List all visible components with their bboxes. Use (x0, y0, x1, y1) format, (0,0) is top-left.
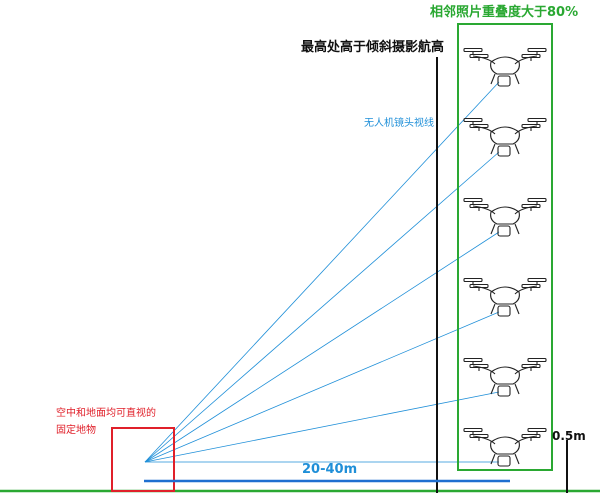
sight-line (144, 311, 500, 463)
distance-label: 20-40m (302, 462, 357, 477)
sight-line (144, 151, 500, 463)
sight-line (144, 81, 500, 463)
overlap-label: 相邻照片重叠度大于80% (430, 4, 578, 20)
sight-line (144, 391, 500, 463)
drone-icon (463, 277, 547, 317)
drone-icon (463, 427, 547, 467)
drone-icon (463, 357, 547, 397)
max-height-label: 最高处高于倾斜摄影航高 (301, 39, 444, 55)
drone-icon (463, 117, 547, 157)
target-label-line2: 固定地物 (56, 423, 96, 436)
drone-icon (463, 197, 547, 237)
drone-column (463, 47, 547, 467)
sight-lines (144, 81, 500, 463)
target-box (111, 427, 175, 492)
min-height-label: 0.5m (552, 429, 586, 443)
sight-line (144, 231, 500, 463)
sight-lines-label: 无人机镜头视线 (364, 116, 434, 129)
target-label-line1: 空中和地面均可直视的 (56, 406, 156, 419)
drone-icon (463, 47, 547, 87)
overlap-frame (457, 23, 553, 471)
